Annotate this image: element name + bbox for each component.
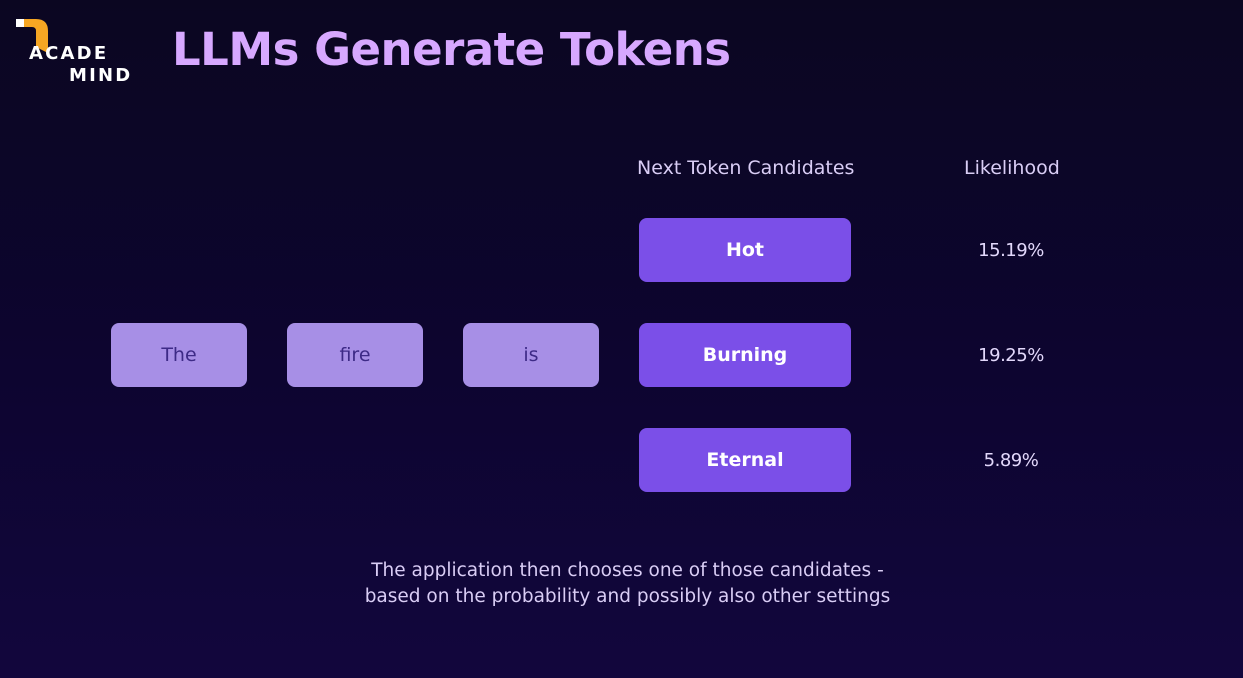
candidates-header: Next Token Candidates [637, 157, 855, 179]
input-token: is [463, 323, 599, 387]
caption-line: The application then chooses one of thos… [371, 560, 884, 581]
input-token: fire [287, 323, 423, 387]
likelihood-header: Likelihood [964, 157, 1060, 179]
input-token: The [111, 323, 247, 387]
candidate-token: Hot [639, 218, 851, 282]
logo-text-top: ACADE [29, 43, 109, 64]
caption-line: based on the probability and possibly al… [364, 586, 891, 607]
page-title: LLMs Generate Tokens [172, 23, 731, 76]
likelihood-value: 19.25% [978, 345, 1044, 366]
logo-mark-icon [16, 19, 48, 53]
caption: The application then chooses one of thos… [300, 558, 955, 610]
candidate-token: Eternal [639, 428, 851, 492]
logo-text-bottom: MIND [69, 65, 133, 86]
academind-logo: ACADE MIND [14, 14, 139, 89]
likelihood-value: 15.19% [978, 240, 1044, 261]
candidate-token: Burning [639, 323, 851, 387]
likelihood-value: 5.89% [983, 450, 1039, 471]
